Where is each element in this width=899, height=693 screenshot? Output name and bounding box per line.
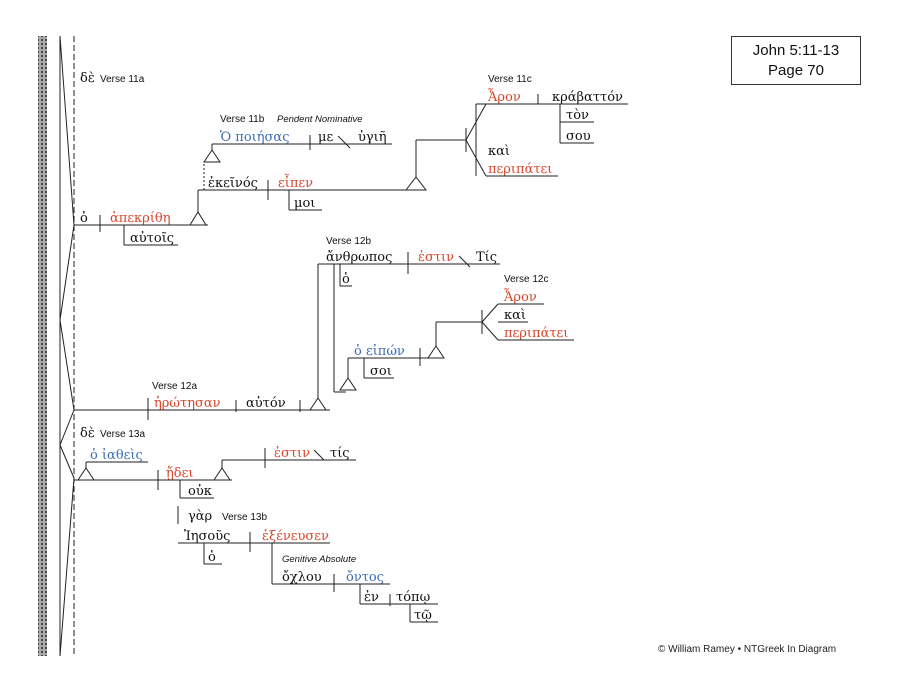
word-ho-12b: ὁ	[342, 272, 350, 287]
word-moi: μοι	[294, 196, 315, 211]
label-verse-12c: Verse 12c	[504, 274, 548, 285]
reference-box: John 5:11-13 Page 70	[731, 36, 861, 85]
word-ontos: ὄντος	[346, 570, 384, 585]
word-exeneusen: ἐξένευσεν	[262, 529, 329, 544]
label-genitive-absolute: Genitive Absolute	[282, 554, 356, 565]
label-verse-13a: Verse 13a	[100, 429, 145, 440]
label-verse-12b: Verse 12b	[326, 236, 371, 247]
word-me: με	[318, 130, 333, 145]
word-soi: σοι	[370, 364, 392, 379]
word-ochlou: ὄχλου	[282, 570, 322, 585]
label-verse-11c: Verse 11c	[488, 74, 532, 85]
label-verse-13b: Verse 13b	[222, 512, 267, 523]
word-eipen: εἶπεν	[278, 174, 313, 191]
word-kai-12c: καὶ	[504, 308, 526, 323]
label-verse-11a: Verse 11a	[100, 74, 145, 85]
word-sou: σου	[566, 129, 591, 144]
page-number: Page 70	[768, 62, 824, 79]
word-ekeinos: ἐκεῖνός	[208, 176, 258, 191]
word-ho-poiesas: Ὁ ποιήσας	[220, 130, 290, 145]
word-kai-11c: καὶ	[488, 144, 510, 159]
word-peripatei-11c: περιπάτει	[488, 162, 552, 177]
word-apekrithe: ἀπεκρίθη	[110, 211, 171, 226]
word-tis-12b: Τίς	[476, 250, 497, 265]
word-estin-13a: ἐστιν	[274, 446, 310, 461]
left-border	[38, 36, 47, 656]
word-hygie: ὑγιῆ	[358, 130, 387, 145]
word-krabatton: κράβαττόν	[552, 90, 623, 105]
word-iesous: Ἰησοῦς	[184, 529, 230, 544]
word-autois: αὐτοῖς	[130, 231, 174, 246]
word-erotesan: ἠρώτησαν	[154, 396, 221, 411]
diagram-lines	[59, 35, 628, 657]
word-auton: αὐτόν	[246, 396, 286, 411]
word-edei: ᾔδει	[166, 466, 193, 481]
label-pendent-nominative: Pendent Nominative	[277, 114, 363, 125]
word-peripatei-12c: περιπάτει	[504, 326, 568, 341]
passage-reference: John 5:11-13	[752, 42, 840, 59]
word-ho-iatheis: ὁ ἰαθεὶς	[90, 447, 143, 463]
word-ton: τὸν	[566, 108, 589, 123]
label-verse-11b: Verse 11b	[220, 114, 265, 125]
word-ho-11a: ὁ	[80, 211, 88, 226]
label-verse-12a: Verse 12a	[152, 381, 197, 392]
copyright-notice: © William Ramey • NTGreek In Diagram	[658, 644, 837, 655]
word-ho-13b: ὁ	[208, 550, 216, 565]
word-ouk: οὐκ	[188, 484, 212, 499]
word-estin-12b: ἐστιν	[418, 250, 454, 265]
word-de-13a: δὲ	[80, 426, 95, 441]
word-topo: τόπῳ	[396, 590, 430, 605]
word-ho-eipon: ὁ εἰπών	[354, 343, 405, 359]
word-anthropos: ἄνθρωπος	[326, 250, 392, 265]
word-aron-11c: Ἆρον	[487, 88, 521, 105]
word-en: ἐν	[364, 590, 379, 605]
word-to: τῷ	[414, 608, 432, 623]
word-tis-13a: τίς	[330, 446, 350, 461]
word-aron-12c: Ἆρον	[503, 288, 537, 305]
word-gar: γὰρ	[188, 509, 212, 524]
word-de-11a: δὲ	[80, 71, 95, 86]
